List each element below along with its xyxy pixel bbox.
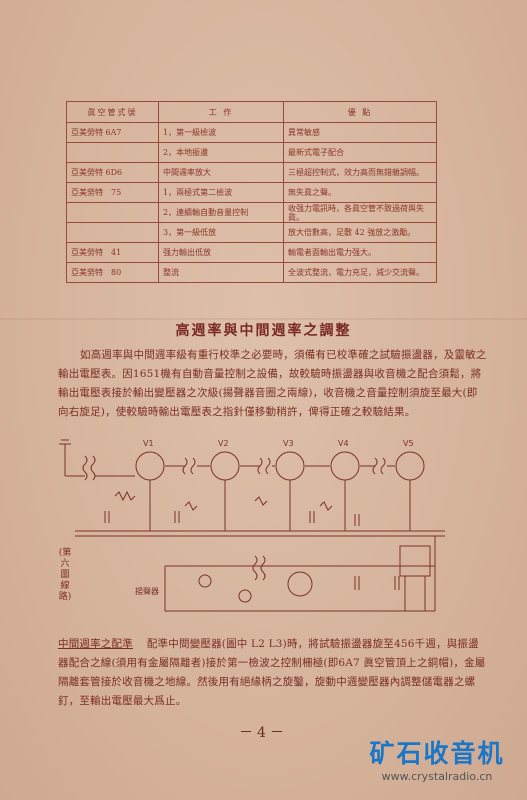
cell-function: 强力輸出低放 [158,242,284,263]
page-number: －4－ [239,725,288,741]
label-v3: V3 [283,439,294,448]
cell-tube-type [66,142,159,163]
cell-function: 2，連續輸自動音量控制 [158,202,284,223]
label-speaker: 揚聲器 [135,586,159,596]
watermark-url: www.crystalradio.cn [381,770,493,783]
cell-advantage: 收强力電訊時，各眞空管不致過荷與失眞。 [283,202,437,223]
tube-v3 [275,451,305,481]
header-tube-type: 眞空管式號 [66,101,159,123]
paragraph-if-alignment: 中間週率之配準配準中間變壓器(圖中 L2 L3)時，將試驗振盪器旋至456千週，… [58,635,488,711]
cell-tube-type: 亞美勞特 80 [66,262,159,283]
cell-advantage: 三極超控制式，效力高而無錯雜調幅。 [283,162,437,183]
cell-tube-type: 亞美勞特 6A7 [66,122,159,143]
cell-tube-type [66,202,159,223]
cell-tube-type: 亞美勞特 75 [66,182,159,203]
table-header-row: 眞空管式號 工 作 優 點 [66,101,437,123]
table-row: 2，本地振盪最新式電子配合 [66,142,437,163]
cell-function: 中間週率放大 [158,162,284,183]
tube-v4 [330,451,360,481]
circuit-schematic: V1 V2 V3 V4 V5 揚聲器 [59,439,445,612]
cell-function: 1，第一級檢波 [158,122,284,143]
cell-function: 1，兩極式第二檢波 [158,182,284,203]
power-transformer [252,555,266,581]
figure-label: (第六圖 線路) [58,548,72,602]
cell-function: 2，本地振盪 [158,142,284,163]
cell-function: 3，第一級低放 [158,222,284,243]
table-row: 2，連續輸自動音量控制收强力電訊時，各眞空管不致過荷與失眞。 [66,202,437,223]
cell-tube-type: 亞美勞特 41 [66,242,159,263]
header-function: 工 作 [158,101,284,123]
cell-advantage: 放大倍數高，足敷 42 強放之激勵。 [283,222,437,243]
tube-v5 [395,451,425,481]
label-v5: V5 [403,439,414,448]
paragraph-lead: 中間週率之配準 [58,638,133,650]
watermark-logo: 矿石收音机 www.crystalradio.cn [352,738,522,796]
page-fold [0,318,527,320]
watermark-title: 矿石收音机 [369,739,505,768]
cell-advantage: 異常敏感 [283,122,437,143]
label-v4: V4 [338,439,349,448]
table-row: 3，第一級低放放大倍數高，足敷 42 強放之激勵。 [66,222,437,243]
header-advantages: 優 點 [283,101,437,123]
label-v2: V2 [218,439,229,448]
paragraph-body: 配準中間變壓器(圖中 L2 L3)時，將試驗振盪器旋至456千週，與振盪器配合之… [58,638,486,707]
cell-advantage: 全波式整流，電力充足，減少交流聲。 [283,262,437,283]
cell-function: 整流 [158,262,284,283]
rectifier-tube [287,571,313,597]
antenna-symbol [59,439,71,476]
paragraph-alignment-intro: 如高週率與中間週率級有重行校準之必要時，須備有已校準確之試驗振盪器，及靈敏之輸出… [58,349,487,418]
tube-v2 [210,451,240,481]
cell-advantage: 輸電者面輸出電力强大。 [283,242,437,263]
speaker-symbol [399,545,431,577]
tube-v1 [135,451,165,481]
section-title: 高週率與中間週率之調整 [175,323,352,339]
cell-tube-type: 亞美勞特 6D6 [66,162,159,183]
label-v1: V1 [143,439,154,448]
cell-advantage: 無失眞之聲。 [283,182,437,203]
cell-tube-type [66,222,159,243]
cell-advantage: 最新式電子配合 [283,142,437,163]
